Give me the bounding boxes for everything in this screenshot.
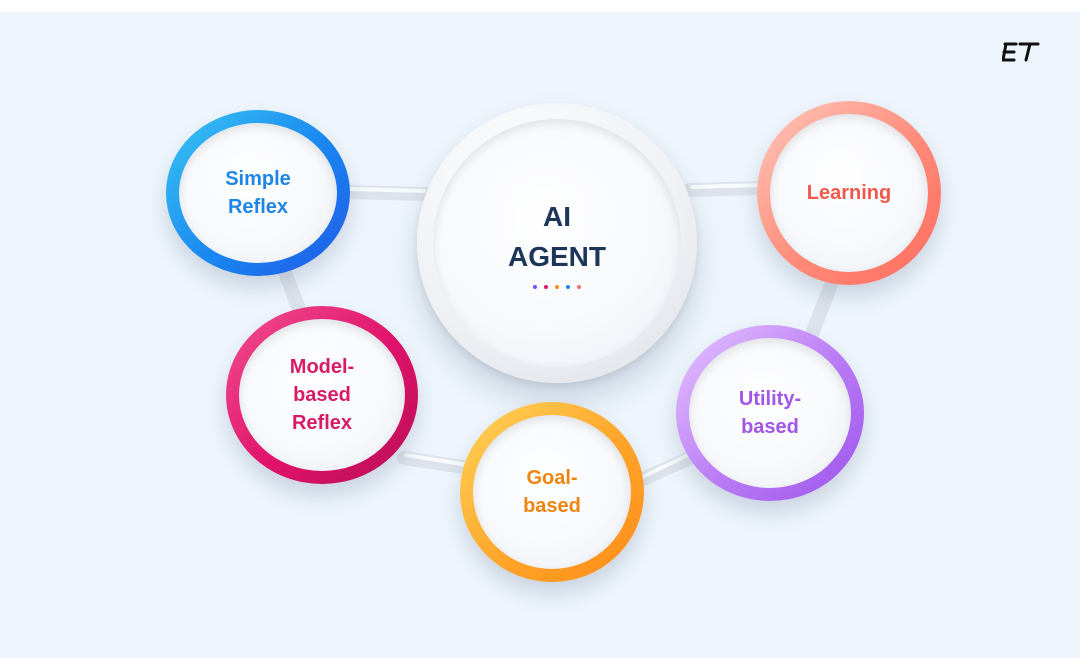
model-based-reflex-label: Model- based Reflex: [289, 356, 355, 434]
connector-simple-center: [339, 185, 433, 201]
model-based-reflex-node: Model- based Reflex: [226, 306, 418, 484]
connector-learning-utility: [805, 275, 839, 341]
utility-based-node-inner: Utility- based: [689, 338, 851, 488]
simple-reflex-label: Simple Reflex: [225, 168, 291, 218]
ai-agent-node-inner: AI AGENT: [433, 119, 681, 367]
connector-center-learning: [683, 181, 771, 197]
dot-2: [544, 285, 548, 289]
connector-model-goal: [397, 451, 477, 475]
utility-based-label: Utility- based: [738, 388, 802, 438]
simple-reflex-node: Simple Reflex: [166, 110, 350, 276]
dot-1: [533, 285, 537, 289]
goal-based-node-inner: Goal- based: [473, 415, 631, 569]
utility-based-node: Utility- based: [676, 325, 864, 501]
simple-reflex-node-inner: Simple Reflex: [179, 123, 337, 263]
ai-agent-dots: [533, 285, 581, 289]
model-based-reflex-node-inner: Model- based Reflex: [239, 319, 405, 471]
et-logo-icon: [1002, 42, 1040, 62]
learning-node-inner: Learning: [770, 114, 928, 272]
goal-based-label: Goal- based: [523, 467, 581, 517]
ai-agent-node: AI AGENT: [417, 103, 697, 383]
learning-node: Learning: [757, 101, 941, 285]
dot-3: [555, 285, 559, 289]
goal-based-node: Goal- based: [460, 402, 644, 582]
learning-label: Learning: [806, 182, 892, 204]
ai-agent-label: AI AGENT: [508, 201, 606, 272]
connector-simple-model: [277, 263, 307, 319]
dot-5: [577, 285, 581, 289]
connector-goal-utility: [629, 451, 697, 489]
dot-4: [566, 285, 570, 289]
